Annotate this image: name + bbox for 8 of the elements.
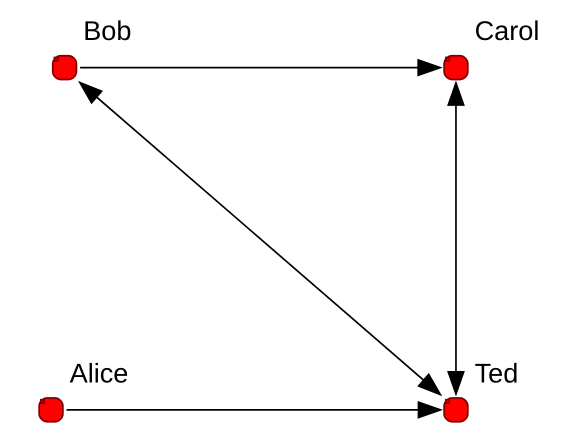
node-label: Carol xyxy=(474,15,539,46)
arrow xyxy=(446,80,464,396)
arrow xyxy=(80,58,442,77)
arrow xyxy=(66,400,443,419)
node-label: Alice xyxy=(69,357,128,388)
node-label: Bob xyxy=(82,15,131,46)
arrow xyxy=(78,80,442,396)
node-label: Ted xyxy=(474,357,518,388)
